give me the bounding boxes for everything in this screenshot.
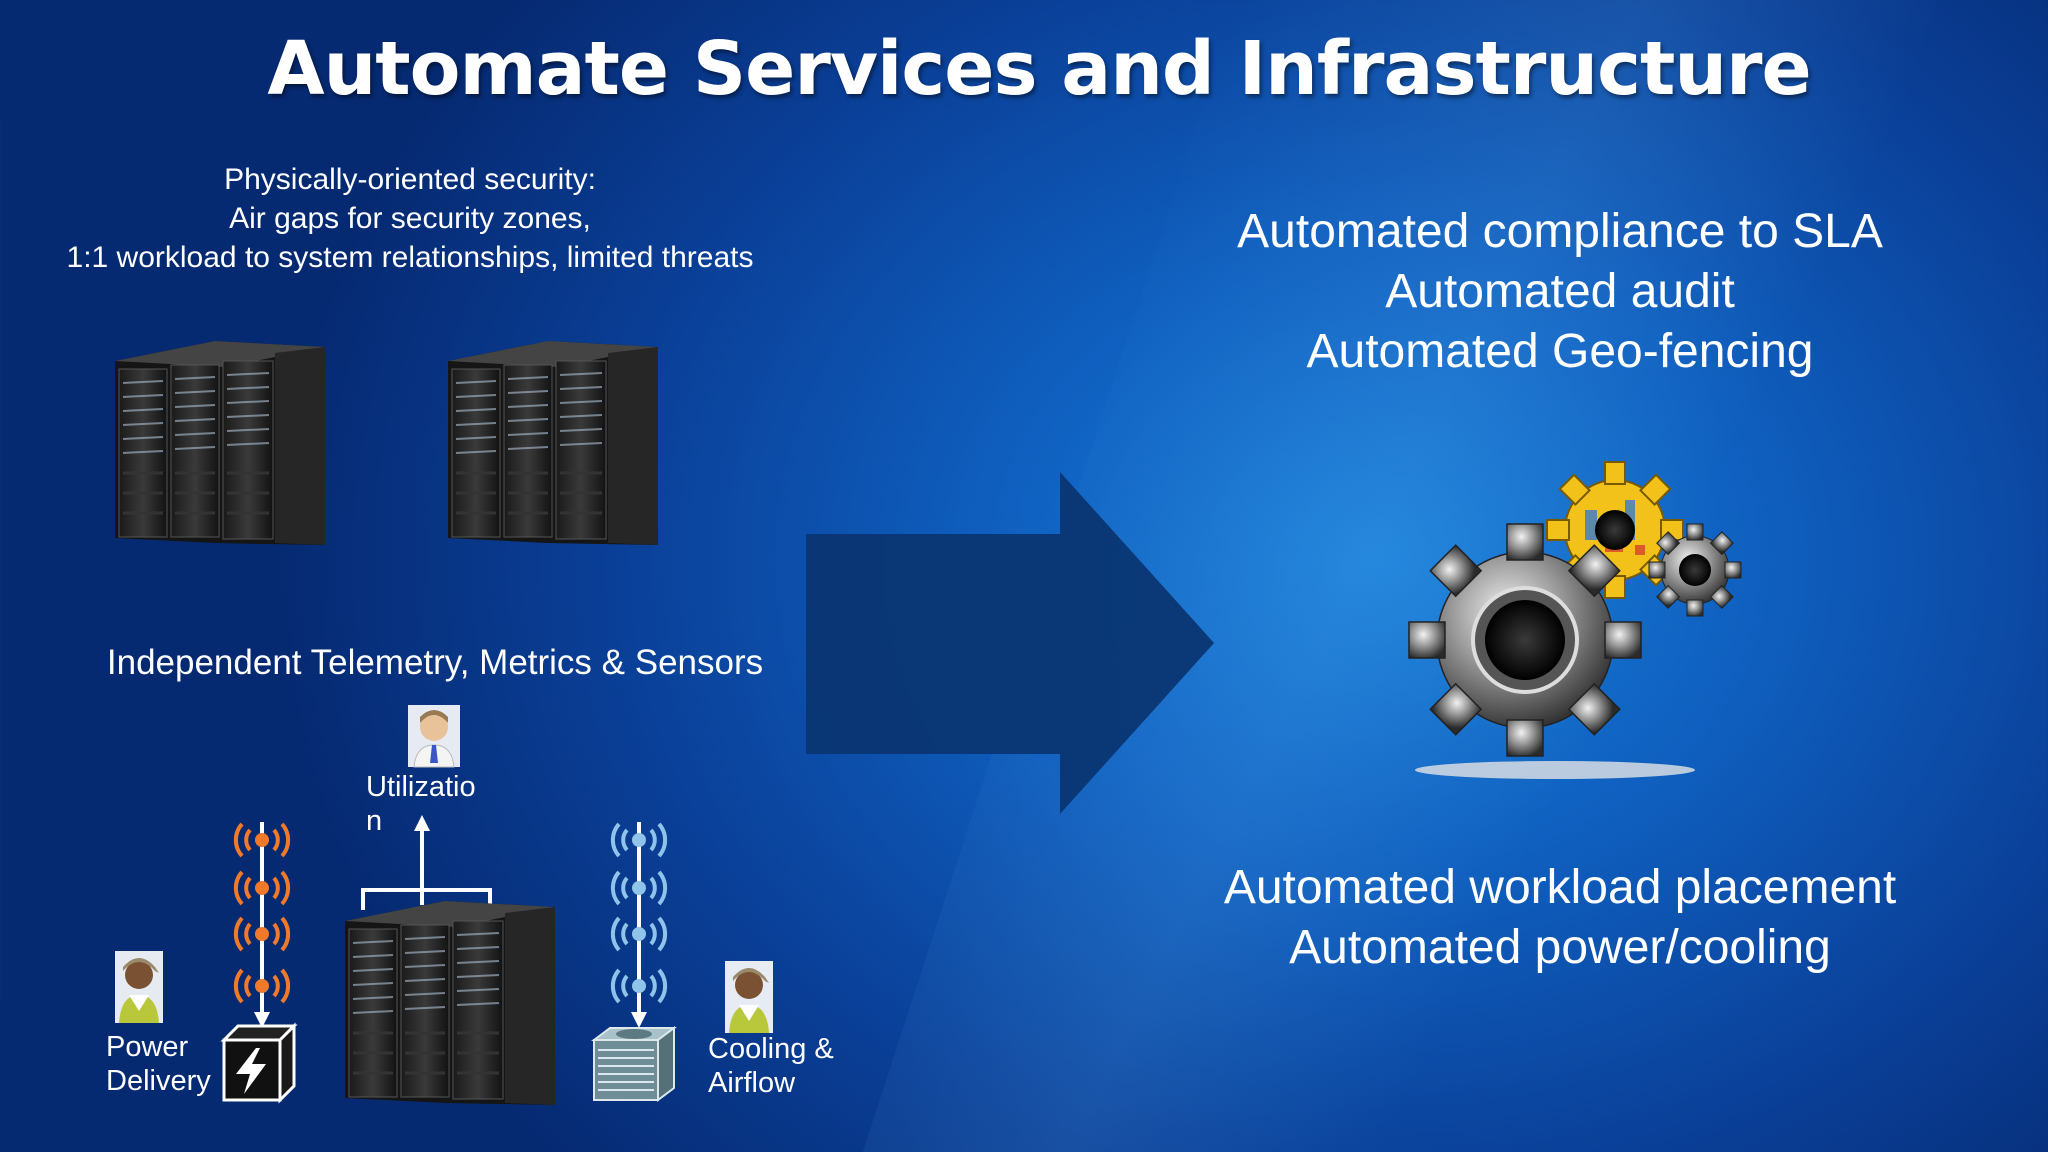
server-rack-icon-right <box>448 341 658 545</box>
person-icon-cooling <box>725 961 773 1033</box>
automation-top-item-3: Automated Geo-fencing <box>1306 325 1814 378</box>
security-line-2: Air gaps for security zones, <box>229 202 591 235</box>
automation-bottom-item-2: Automated power/cooling <box>1289 921 1831 974</box>
server-rack-icon-left <box>115 341 325 545</box>
security-line-3: 1:1 workload to system relationships, li… <box>66 241 754 274</box>
server-rack-icon-center <box>345 901 555 1105</box>
security-description: Physically-oriented security: Air gaps f… <box>0 160 820 277</box>
automation-top-item-1: Automated compliance to SLA <box>1237 205 1883 258</box>
lightning-bolt-icon <box>220 1022 298 1104</box>
cooling-airflow-label: Cooling & Airflow <box>708 1032 834 1100</box>
utilization-label: Utilizatio n <box>366 770 476 838</box>
person-icon-power <box>115 951 163 1023</box>
wireless-sensor-icon-power <box>233 822 291 1028</box>
automation-bottom-item-1: Automated workload placement <box>1223 861 1897 914</box>
utilization-label-line-2: n <box>366 805 383 837</box>
gears-icon <box>1408 461 1742 779</box>
power-label-line-2: Delivery <box>106 1065 211 1097</box>
slide-title: Automate Services and Infrastructure <box>267 26 1811 112</box>
wireless-sensor-icon-cooling <box>610 822 668 1028</box>
power-delivery-label: Power Delivery <box>106 1030 211 1098</box>
automation-top-list: Automated compliance to SLA Automated au… <box>1160 202 1960 382</box>
person-icon-utilization <box>408 705 460 768</box>
cooling-label-line-2: Airflow <box>708 1067 796 1099</box>
telemetry-heading: Independent Telemetry, Metrics & Sensors <box>106 643 764 682</box>
power-label-line-1: Power <box>106 1031 189 1063</box>
air-conditioner-icon <box>591 1026 677 1102</box>
cooling-label-line-1: Cooling & <box>708 1033 834 1065</box>
automation-top-item-2: Automated audit <box>1385 265 1735 318</box>
right-arrow-icon <box>806 472 1214 814</box>
utilization-connector <box>361 815 492 910</box>
utilization-label-line-1: Utilizatio <box>366 771 476 803</box>
security-line-1: Physically-oriented security: <box>224 163 596 196</box>
automation-bottom-list: Automated workload placement Automated p… <box>1160 858 1960 978</box>
